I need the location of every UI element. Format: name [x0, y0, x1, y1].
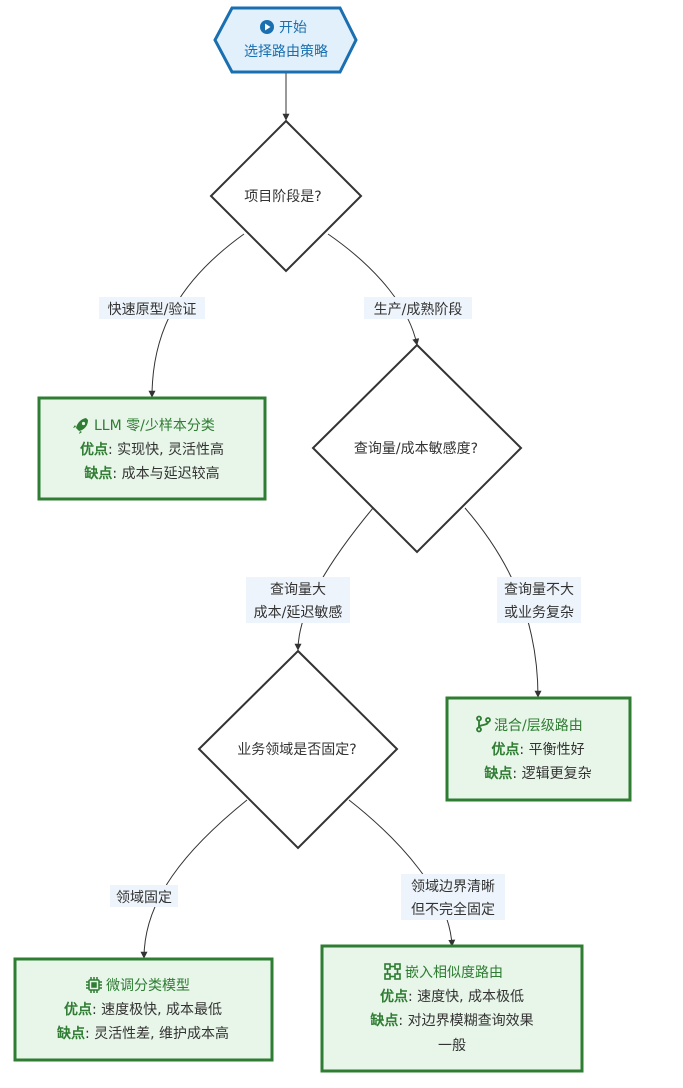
edge-label-fast: 快速原型/验证 [108, 302, 197, 318]
result-finetune: 微调分类模型 优点: 速度极快, 成本最低 缺点: 灵活性差, 维护成本高 [13, 957, 274, 1062]
edge-label-high-2: 成本/延迟敏感 [254, 604, 343, 621]
start-title: 开始 [279, 20, 307, 36]
start-subtitle: 选择路由策略 [244, 43, 328, 60]
edge-domain-to-embed [348, 799, 456, 947]
edge-label-clear-2: 但不完全固定 [411, 901, 495, 918]
edge-label-high-1: 查询量大 [270, 582, 326, 598]
result-embed-pros: 优点: 速度快, 成本极低 [380, 988, 524, 1005]
edge-labels: 快速原型/验证 生产/成熟阶段 查询量大 成本/延迟敏感 查询量不大 或业务复杂… [99, 297, 581, 920]
play-circle-icon [260, 20, 274, 34]
decision-volume-label: 查询量/成本敏感度? [354, 440, 478, 457]
result-embed: 嵌入相似度路由 优点: 速度快, 成本极低 缺点: 对边界模糊查询效果 一般 [320, 944, 584, 1073]
result-hybrid-cons: 缺点: 逻辑更复杂 [484, 765, 591, 782]
result-embed-title: 嵌入相似度路由 [405, 965, 503, 981]
result-finetune-title: 微调分类模型 [106, 978, 190, 994]
result-hybrid-box [445, 696, 632, 802]
result-hybrid-pros: 优点: 平衡性好 [491, 741, 584, 758]
result-llm: LLM 零/少样本分类 优点: 实现快, 灵活性高 缺点: 成本与延迟较高 [37, 396, 267, 501]
decision-stage-diamond [209, 119, 363, 273]
result-hybrid-title: 混合/层级路由 [494, 718, 583, 734]
rocket-icon [73, 418, 88, 434]
edge-label-low-2: 或业务复杂 [504, 604, 574, 621]
result-finetune-cons: 缺点: 灵活性差, 维护成本高 [57, 1025, 229, 1042]
start-hexagon [213, 6, 358, 74]
result-llm-box [37, 396, 267, 501]
result-llm-pros: 优点: 实现快, 灵活性高 [80, 441, 224, 458]
result-embed-box [320, 944, 584, 1073]
edge-domain-to-finetune [140, 799, 248, 959]
result-llm-cons: 缺点: 成本与延迟较高 [84, 465, 219, 482]
chip-icon [86, 977, 102, 993]
decision-volume-diamond [311, 343, 523, 554]
decision-volume: 查询量/成本敏感度? [311, 343, 523, 554]
edge-label-fixed: 领域固定 [116, 890, 172, 906]
result-finetune-box [13, 957, 274, 1062]
start-node: 开始 选择路由策略 [213, 6, 358, 74]
result-llm-title: LLM 零/少样本分类 [94, 418, 215, 434]
decision-stage-label: 项目阶段是? [244, 189, 321, 205]
edge-label-prod: 生产/成熟阶段 [374, 302, 463, 318]
result-finetune-pros: 优点: 速度极快, 成本最低 [64, 1001, 222, 1018]
result-embed-cons-cont: 一般 [438, 1038, 466, 1054]
decision-stage: 项目阶段是? [209, 119, 363, 273]
result-embed-cons: 缺点: 对边界模糊查询效果 [370, 1012, 533, 1029]
edge-stage-to-volume [327, 233, 420, 346]
branch-icon [476, 715, 491, 733]
result-hybrid: 混合/层级路由 优点: 平衡性好 缺点: 逻辑更复杂 [445, 696, 632, 802]
decision-domain-label: 业务领域是否固定? [237, 742, 356, 758]
decision-domain: 业务领域是否固定? [197, 649, 399, 850]
decision-domain-diamond [197, 649, 399, 850]
edge-label-low-1: 查询量不大 [504, 582, 574, 598]
vector-square-icon [384, 963, 401, 980]
edge-label-clear-1: 领域边界清晰 [411, 879, 495, 895]
